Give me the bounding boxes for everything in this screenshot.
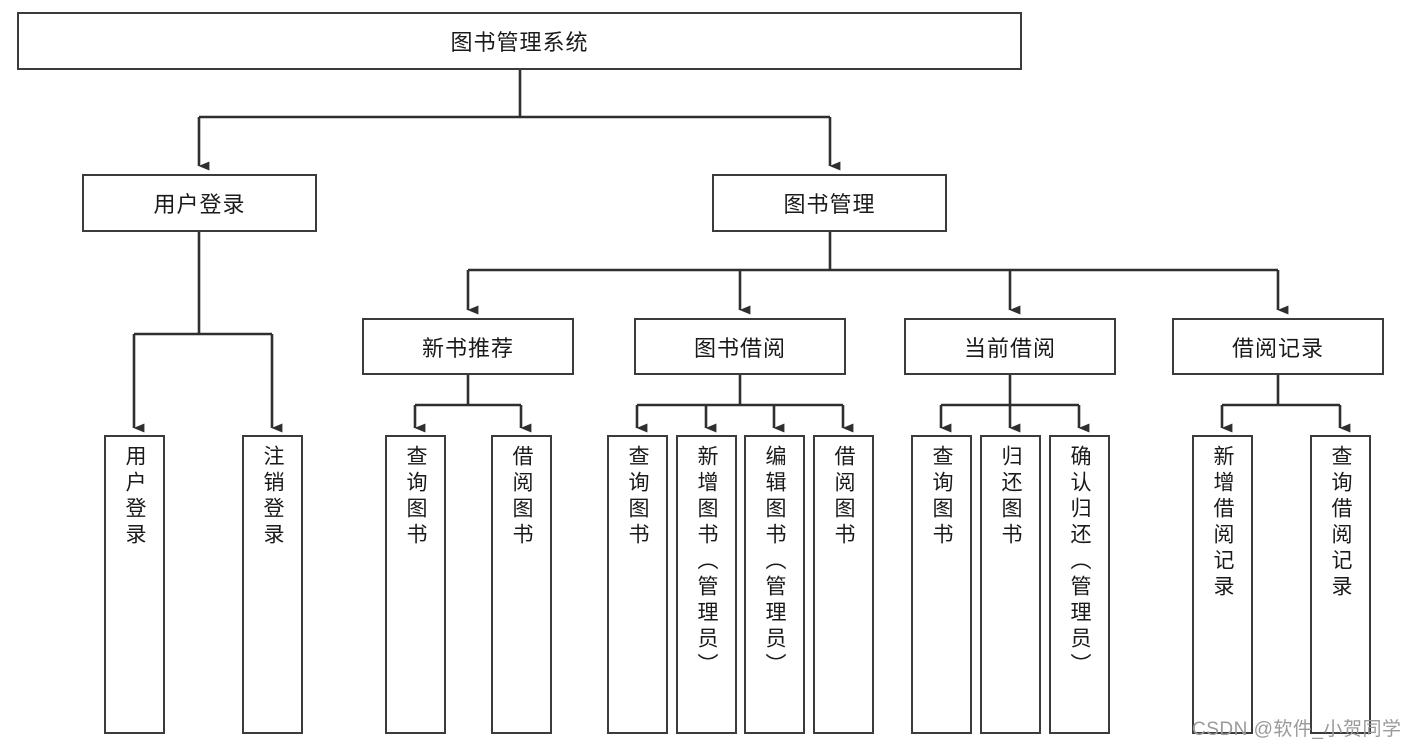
node-leaf-bb-add-book[interactable]: 新增图书（管理员） <box>676 435 737 734</box>
node-leaf-bb-edit-book-label: 编辑图书（管理员） <box>763 445 786 679</box>
node-leaf-br-query-record-label: 查询借阅记录 <box>1329 445 1352 601</box>
node-leaf-nb-borrow-book[interactable]: 借阅图书 <box>491 435 552 734</box>
node-current-borrow[interactable]: 当前借阅 <box>904 318 1116 375</box>
node-leaf-cb-return-book[interactable]: 归还图书 <box>980 435 1041 734</box>
node-leaf-bb-edit-book[interactable]: 编辑图书（管理员） <box>744 435 805 734</box>
node-leaf-user-login-label: 用户登录 <box>123 445 146 549</box>
node-leaf-bb-query-book-label: 查询图书 <box>626 445 649 549</box>
node-root-label: 图书管理系统 <box>450 30 589 55</box>
node-user-login[interactable]: 用户登录 <box>82 174 317 232</box>
node-leaf-cb-query-book-label: 查询图书 <box>930 445 953 549</box>
watermark-text: CSDN @软件_小贺同学 <box>1192 719 1402 740</box>
node-book-management-label: 图书管理 <box>783 192 876 217</box>
node-borrow-record[interactable]: 借阅记录 <box>1172 318 1384 375</box>
node-leaf-cb-confirm-return[interactable]: 确认归还（管理员） <box>1049 435 1110 734</box>
node-user-login-label: 用户登录 <box>153 192 246 217</box>
node-leaf-cb-confirm-return-label: 确认归还（管理员） <box>1068 445 1091 679</box>
node-leaf-br-query-record[interactable]: 查询借阅记录 <box>1310 435 1371 734</box>
node-leaf-br-add-record[interactable]: 新增借阅记录 <box>1192 435 1253 734</box>
node-book-management[interactable]: 图书管理 <box>712 174 947 232</box>
node-current-borrow-label: 当前借阅 <box>963 335 1056 361</box>
node-leaf-br-add-record-label: 新增借阅记录 <box>1211 445 1234 601</box>
node-leaf-bb-borrow-book[interactable]: 借阅图书 <box>813 435 874 734</box>
node-new-book-recommend[interactable]: 新书推荐 <box>362 318 574 375</box>
node-leaf-logout-label: 注销登录 <box>261 445 284 549</box>
node-leaf-nb-query-book-label: 查询图书 <box>404 445 427 549</box>
node-leaf-bb-query-book[interactable]: 查询图书 <box>607 435 668 734</box>
node-borrow-record-label: 借阅记录 <box>1231 335 1324 361</box>
node-new-book-recommend-label: 新书推荐 <box>421 335 514 361</box>
node-leaf-nb-borrow-book-label: 借阅图书 <box>510 445 533 549</box>
node-leaf-user-login[interactable]: 用户登录 <box>104 435 165 734</box>
node-leaf-bb-add-book-label: 新增图书（管理员） <box>695 445 718 679</box>
node-leaf-bb-borrow-book-label: 借阅图书 <box>832 445 855 549</box>
node-leaf-cb-return-book-label: 归还图书 <box>999 445 1022 549</box>
node-book-borrow[interactable]: 图书借阅 <box>634 318 846 375</box>
node-leaf-logout[interactable]: 注销登录 <box>242 435 303 734</box>
node-leaf-cb-query-book[interactable]: 查询图书 <box>911 435 972 734</box>
node-book-borrow-label: 图书借阅 <box>693 335 786 361</box>
node-root[interactable]: 图书管理系统 <box>17 12 1022 70</box>
node-leaf-nb-query-book[interactable]: 查询图书 <box>385 435 446 734</box>
